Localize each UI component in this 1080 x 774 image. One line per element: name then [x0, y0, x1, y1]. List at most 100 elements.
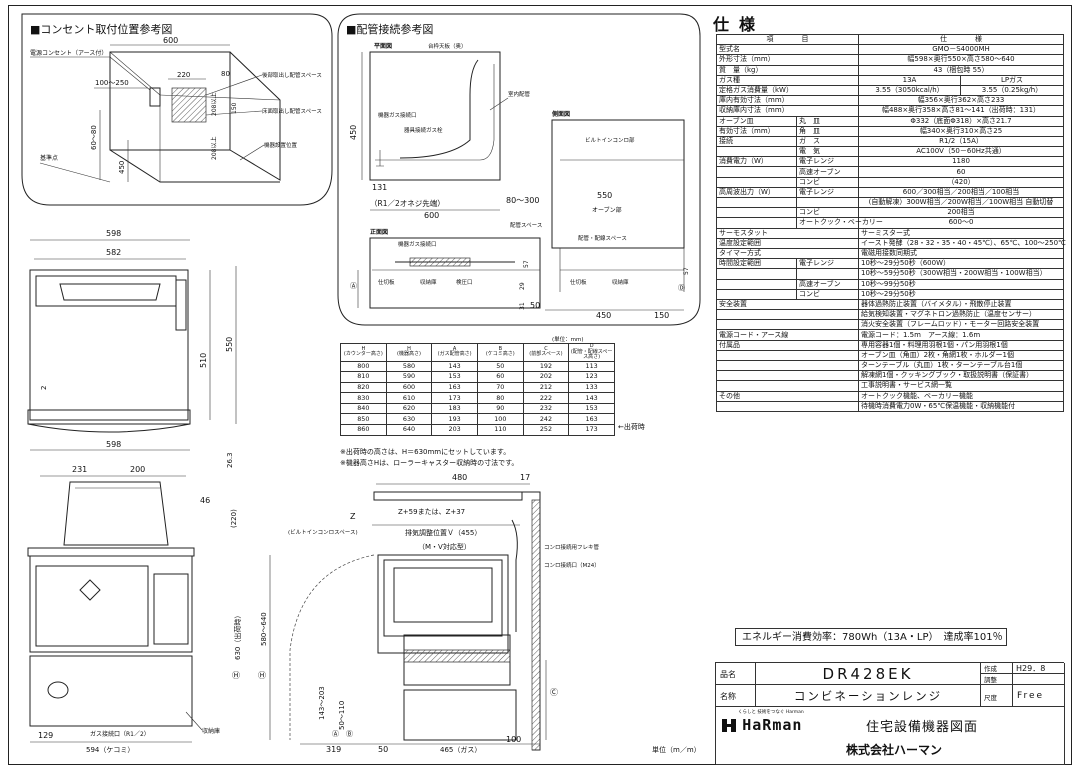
side-counter — [373, 491, 523, 501]
outlet-dim-100-250: 100～250 — [95, 79, 129, 87]
height-table-cell: 840 — [340, 402, 387, 415]
spec-row: ターンテーブル（丸皿）1枚・ターンテーブル台1個 — [716, 359, 1064, 372]
front-dim-598: 598 — [106, 229, 121, 238]
brand-logo: HaRman — [722, 716, 802, 734]
spec-cell: 3.55（0.25kg/h） — [960, 84, 1064, 97]
side-label-z59: Z+59または、Z+37 — [398, 508, 465, 516]
outlet-label: 電源コンセント（アース付） — [30, 49, 107, 57]
side-unit: 単位（m／m） — [652, 745, 701, 754]
outlet-floor-space: 床面取出し配管スペース — [262, 107, 322, 115]
spec-cell: コンビ — [796, 176, 859, 188]
spec-cell: LPガス — [960, 74, 1064, 86]
spec-cell — [716, 278, 797, 290]
spec-cell: 接続 — [716, 135, 797, 148]
height-table-cell: 80 — [476, 392, 524, 404]
tb-title: コンビネーションレンジ — [756, 685, 981, 707]
outlet-rear-space: 後部取出し配管スペース — [262, 71, 322, 79]
piping-mark-a: Ⓐ — [350, 282, 357, 290]
front-unit — [29, 269, 189, 421]
piping-storage: 収納庫 — [420, 278, 437, 286]
side-dim-580-640: 580～640 — [260, 612, 268, 646]
height-table-cell: 252 — [522, 424, 570, 436]
tb-label-title: 名称 — [716, 685, 756, 707]
spec-cell: オーブン皿（角皿）2枚・角網1枚・ホルダー1個 — [858, 349, 1064, 362]
spec-cell: ガス種 — [716, 74, 859, 86]
spec-cell: 定格ガス消費量（kW） — [716, 84, 859, 97]
piping-dim-57b: 57 — [683, 267, 690, 275]
height-table-cell: 133 — [568, 381, 615, 394]
side-mark-h1: Ⓗ — [232, 671, 240, 680]
spec-cell: 安全装置 — [716, 298, 859, 311]
height-table-cell: 830 — [340, 392, 387, 404]
brand-name: HaRman — [742, 716, 803, 734]
side-box — [551, 119, 685, 249]
height-header-h2: H (機器高さ) — [385, 343, 433, 362]
spec-cell — [796, 196, 859, 209]
lower-counter — [27, 547, 195, 557]
height-table-cell: 50 — [476, 360, 524, 373]
front-dim-550: 550 — [225, 337, 234, 352]
spec-row: 質 量（kg）43（梱包時 55） — [716, 64, 1064, 76]
spec-cell: コンビ — [796, 288, 859, 300]
spec-cell: ガ ス — [796, 135, 859, 148]
lower-dim-129: 129 — [38, 731, 53, 740]
spec-row: 安全装置器体過熱防止装置（バイメタル）・飛散停止装置 — [716, 298, 1064, 311]
spec-cell: 待機時消費電力0W・65℃保温機能・収納機能付 — [858, 400, 1064, 412]
front-dim-2: 2 — [40, 386, 48, 390]
spec-row: オーブン皿（角皿）2枚・角網1枚・ホルダー1個 — [716, 349, 1064, 362]
spec-cell: 電磁用接数同期式 — [858, 247, 1064, 260]
spec-row: 工事説明書・サービス網一覧 — [716, 380, 1064, 392]
lower-storage-label: 収納庫 — [202, 727, 220, 735]
spec-cell: 有効寸法（mm） — [716, 125, 797, 137]
tb-company: 株式会社ハーマン — [846, 743, 943, 757]
spec-cell: 幅340×奥行310×高さ25 — [858, 125, 1064, 137]
side-dim-465: 465（ガス） — [440, 745, 481, 754]
outlet-install: 機器設置位置 — [264, 141, 298, 149]
spec-row: 外形寸法（mm）幅598×奥行550×高さ580～640 — [716, 54, 1064, 66]
height-table-cell: 163 — [568, 413, 615, 426]
spec-cell — [716, 268, 797, 280]
spec-cell: サーミスター式 — [858, 227, 1064, 239]
spec-cell: GMO－S4000MH — [858, 44, 1064, 56]
front-dim-598b: 598 — [106, 440, 121, 449]
spec-head-spec: 仕 様 — [858, 33, 1064, 46]
spec-cell: ターンテーブル（丸皿）1枚・ターンテーブル台1個 — [858, 359, 1064, 372]
piping-dim-131: 131 — [372, 183, 387, 192]
spec-cell: 10秒～29分50秒 — [858, 288, 1064, 300]
spec-cell: 600～0 — [858, 217, 1064, 229]
front-box — [369, 237, 541, 309]
spec-cell: 10秒～99分50秒 — [858, 278, 1064, 290]
harman-logo-icon — [722, 719, 736, 732]
height-table-cell: 222 — [522, 392, 570, 404]
front-dim-26: 26.3 — [226, 452, 234, 468]
height-table-cell: 212 — [522, 381, 570, 394]
height-table-header: H (カウンター高さ) H (機器高さ) A (ガス配管高さ) B (ケコミ高さ… — [340, 343, 615, 362]
tb-check-value — [1013, 674, 1065, 685]
brand-tagline: くらしと 技術をつなぐ Harman — [738, 710, 804, 715]
spec-row: その他オートクック機能、ベーカリー機能 — [716, 390, 1064, 402]
spec-row: 10秒～59分50秒（300W相当・200W相当・100W相当） — [716, 268, 1064, 280]
outlet-frame — [21, 13, 333, 206]
spec-row: コンビ（420） — [716, 176, 1064, 188]
piping-dim-r12: （R1／2オネジ先端） — [370, 198, 445, 208]
spec-cell — [716, 370, 859, 382]
piping-piping-space: 配管・配線スペース — [578, 234, 627, 242]
spec-cell — [716, 349, 859, 362]
spec-cell: 600／300相当／200相当／100相当 — [858, 186, 1064, 199]
title-block: 品名 DR428EK 作成 H29．8 調整 名称 コンビネーションレンジ 尺度… — [715, 662, 1065, 765]
height-table-cell: 860 — [340, 424, 387, 436]
outlet-dim-450: 450 — [118, 161, 126, 174]
height-table-cell: 163 — [431, 381, 478, 394]
spec-cell: 電源コード：1.5m アース線：1.6m — [858, 329, 1064, 341]
lower-oven — [29, 555, 193, 653]
